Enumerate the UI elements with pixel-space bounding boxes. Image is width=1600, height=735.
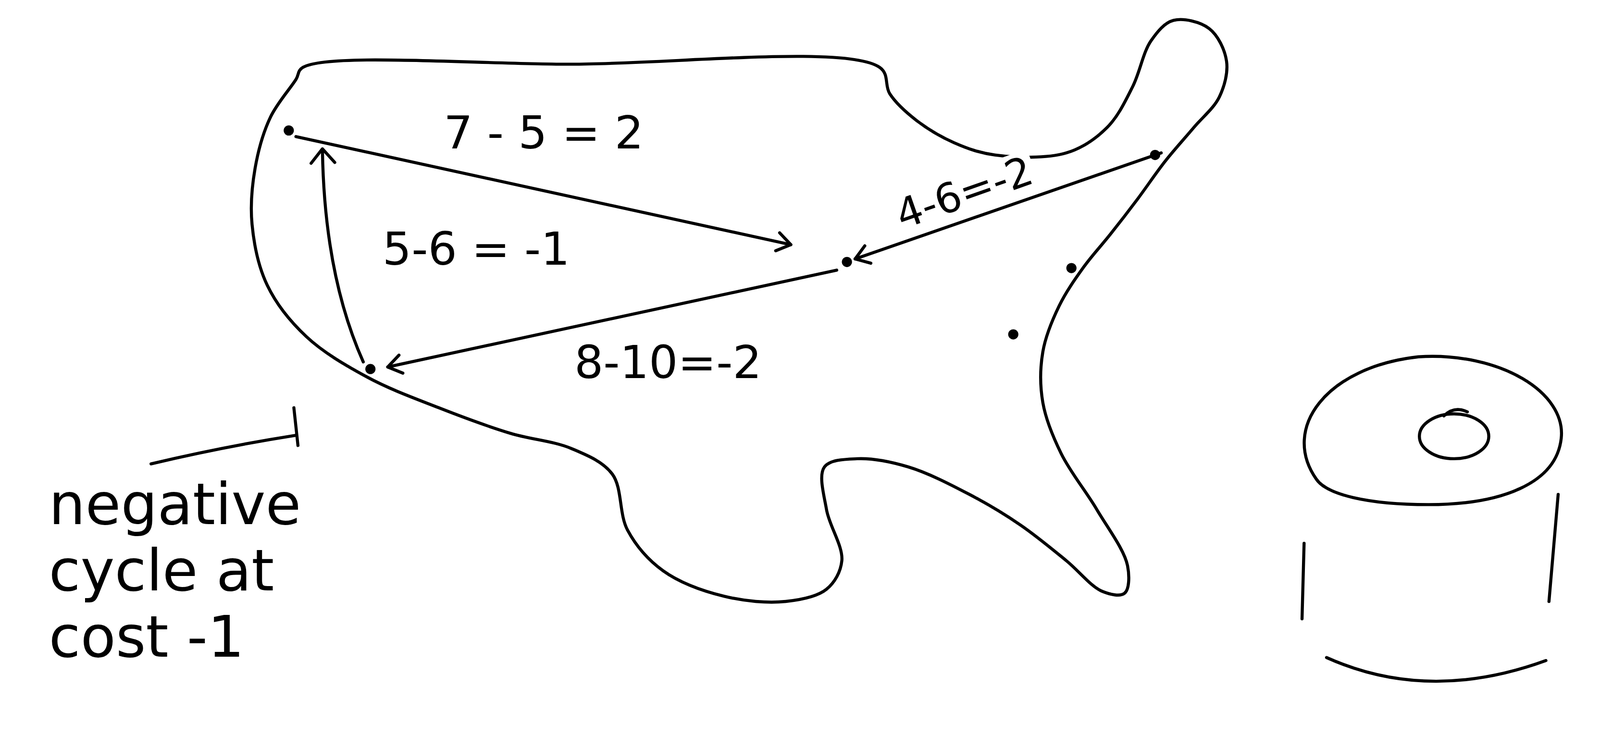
roll-hole (1419, 414, 1489, 459)
toilet-roll (1302, 356, 1562, 682)
roll-top (1304, 356, 1562, 506)
roll-side (1302, 494, 1559, 620)
arrowhead (775, 233, 791, 251)
route-arrow (322, 150, 364, 362)
roll-bottom (1326, 657, 1546, 682)
edge-label: 8-10=-2 (571, 339, 765, 386)
edge-label: 7 - 5 = 2 (440, 110, 647, 156)
arrowhead (855, 246, 871, 264)
roll-hole-edge (1443, 409, 1468, 417)
city-dot (283, 125, 294, 136)
city-dot (842, 257, 853, 268)
city-dot (1066, 262, 1077, 273)
edge-label: 4-6=-2 (887, 148, 1041, 237)
edge-label: 5-6 = -1 (379, 226, 573, 273)
city-dot (365, 364, 376, 375)
drawing (150, 19, 1562, 682)
arrowhead (310, 148, 335, 164)
map-outline (251, 19, 1228, 603)
arrowhead (387, 355, 403, 373)
city-dot (1008, 329, 1019, 340)
note-text: negative cycle at cost -1 (46, 471, 350, 671)
leader-line (150, 408, 298, 465)
